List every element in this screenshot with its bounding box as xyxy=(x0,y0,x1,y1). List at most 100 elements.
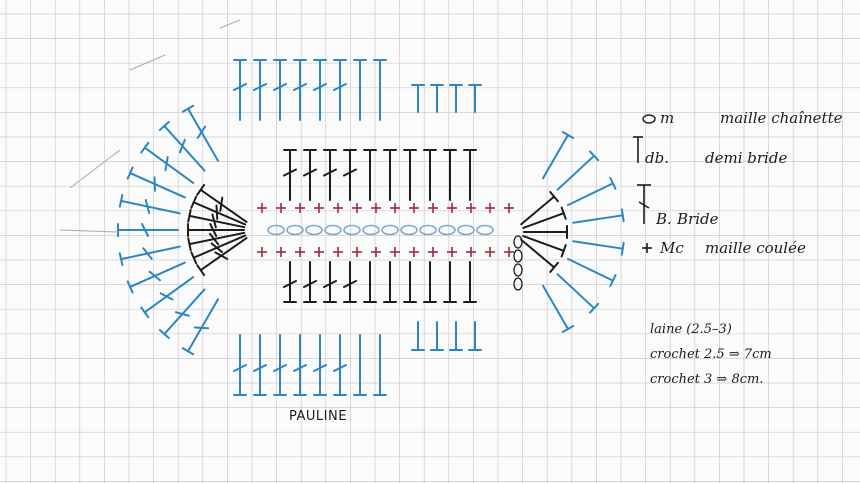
legend-label-half-double: demi bride xyxy=(705,149,787,167)
double-crochet-stitch xyxy=(253,334,267,396)
legend: m maille chaînette db. demi bride B. Bri… xyxy=(633,109,843,257)
double-crochet-stitch xyxy=(181,298,219,356)
slip-stitch xyxy=(314,203,324,213)
half-double-stitch xyxy=(556,273,600,314)
slip-stitch-icon xyxy=(642,243,652,253)
legend-abbr-double: B. xyxy=(655,210,672,228)
chain-stitch xyxy=(513,249,523,263)
double-crochet-stitch xyxy=(187,231,246,252)
half-double-stitch xyxy=(353,59,367,121)
half-double-stitch xyxy=(423,261,437,303)
slip-stitch xyxy=(390,247,400,257)
slip-stitch xyxy=(295,203,305,213)
slip-stitch xyxy=(276,203,286,213)
note-yarn: laine (2.5–3) xyxy=(650,322,732,337)
double-crochet-stitch xyxy=(158,288,206,340)
half-double-stitch xyxy=(463,149,477,201)
legend-abbr-half-double: db. xyxy=(645,149,669,167)
legend-label-chain: maille chaînette xyxy=(720,109,843,127)
slip-stitch xyxy=(409,203,419,213)
legend-item-half-double: db. demi bride xyxy=(633,136,787,167)
pencil-guide-line xyxy=(219,19,241,29)
double-crochet-stitch xyxy=(190,195,247,226)
slip-stitch xyxy=(276,247,286,257)
double-crochet-stitch xyxy=(187,208,246,229)
double-crochet-stitch xyxy=(253,59,267,121)
half-double-stitch xyxy=(443,261,457,303)
chain-stitch xyxy=(513,277,523,291)
double-crochet-stitch xyxy=(140,141,195,184)
chain-stitch xyxy=(400,224,418,236)
half-double-stitch xyxy=(363,149,377,201)
double-crochet-stitch xyxy=(323,261,337,303)
double-crochet-icon xyxy=(637,184,651,224)
legend-abbr-chain: m xyxy=(660,109,674,127)
slip-stitch xyxy=(409,247,419,257)
double-crochet-stitch xyxy=(233,59,247,121)
chain-stitch xyxy=(305,224,323,236)
double-crochet-stitch xyxy=(283,149,297,201)
slip-stitch xyxy=(257,247,267,257)
stitch-diagram xyxy=(59,19,625,396)
chain-stitch xyxy=(286,224,304,236)
double-crochet-stitch xyxy=(126,166,186,199)
double-crochet-stitch xyxy=(323,149,337,201)
legend-label-double: Bride xyxy=(676,210,719,228)
double-crochet-stitch xyxy=(158,120,206,172)
chain-icon xyxy=(642,114,656,124)
half-double-stitch xyxy=(572,240,625,256)
slip-stitch xyxy=(428,247,438,257)
slip-stitch xyxy=(390,203,400,213)
legend-item-double: B. Bride xyxy=(637,184,719,228)
half-double-stitch xyxy=(383,261,397,303)
chain-stitch xyxy=(419,224,437,236)
slip-stitch xyxy=(447,203,457,213)
double-crochet-stitch xyxy=(126,261,186,294)
chain-stitch xyxy=(381,224,399,236)
chain-stitch xyxy=(457,224,475,236)
double-crochet-stitch xyxy=(190,234,247,265)
double-crochet-stitch xyxy=(273,334,287,396)
double-crochet-stitch xyxy=(118,245,181,266)
double-crochet-stitch xyxy=(333,59,347,121)
chain-stitch xyxy=(362,224,380,236)
chain-stitch xyxy=(476,224,494,236)
half-double-stitch xyxy=(523,225,568,239)
double-crochet-stitch xyxy=(313,59,327,121)
chain-stitch xyxy=(513,235,523,249)
chain-stitch xyxy=(513,263,523,277)
double-crochet-stitch xyxy=(140,276,195,319)
chain-stitch xyxy=(267,224,285,236)
half-double-stitch xyxy=(373,334,387,396)
half-double-stitch xyxy=(411,321,425,351)
half-double-stitch xyxy=(430,84,444,113)
pencil-guide-line xyxy=(129,54,166,71)
half-double-stitch xyxy=(383,149,397,201)
half-double-stitch xyxy=(403,149,417,201)
double-crochet-stitch xyxy=(293,59,307,121)
slip-stitch xyxy=(314,247,324,257)
signature: PAULINE xyxy=(289,409,347,424)
slip-stitch xyxy=(333,203,343,213)
pencil-guide-line xyxy=(69,149,121,189)
slip-stitch xyxy=(447,247,457,257)
half-double-stitch xyxy=(572,208,625,224)
note-hook-3: crochet 3 ⇒ 8cm. xyxy=(650,372,763,387)
double-crochet-stitch xyxy=(117,223,179,237)
half-double-stitch xyxy=(363,261,377,303)
double-crochet-stitch xyxy=(283,261,297,303)
double-crochet-stitch xyxy=(118,194,181,215)
half-double-stitch xyxy=(353,334,367,396)
half-double-stitch xyxy=(449,321,463,351)
half-double-stitch xyxy=(373,59,387,121)
half-double-stitch xyxy=(542,284,575,333)
legend-item-slip: Mc maille coulée xyxy=(642,239,806,257)
double-crochet-stitch xyxy=(313,334,327,396)
double-crochet-stitch xyxy=(343,149,357,201)
half-double-stitch xyxy=(520,191,559,226)
slip-stitch xyxy=(352,247,362,257)
half-double-stitch xyxy=(556,150,600,191)
chain-stitch xyxy=(438,224,456,236)
